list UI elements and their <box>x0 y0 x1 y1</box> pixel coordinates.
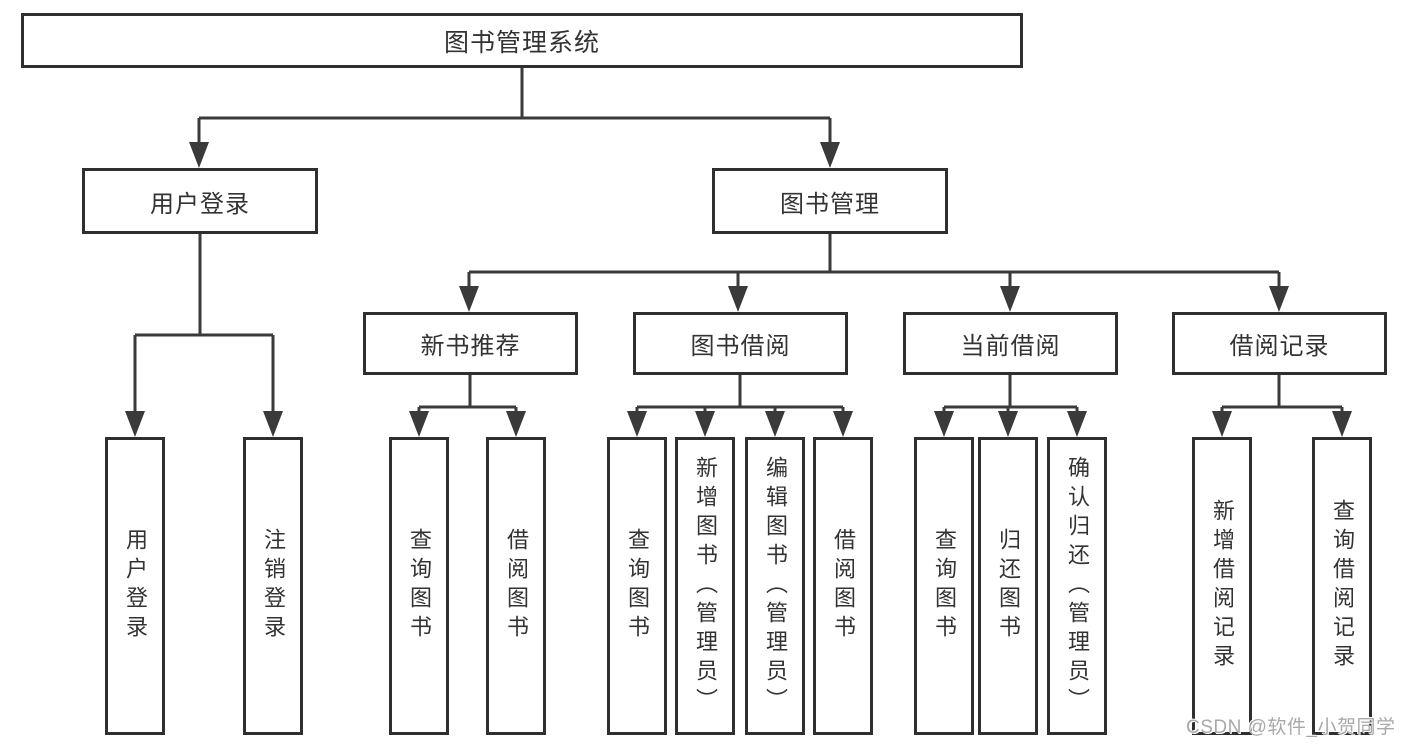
node-label: 图书管理 <box>780 190 880 218</box>
node-leaf-query-books-2: 查询图书 <box>607 437 667 735</box>
connector-records-children <box>1220 375 1344 417</box>
node-label: 查询图书 <box>932 528 957 644</box>
node-new-book-recommend: 新书推荐 <box>363 312 578 375</box>
connector-current-children <box>942 375 1079 417</box>
node-leaf-borrow-books-2: 借阅图书 <box>813 437 873 735</box>
arrow-down-icon <box>627 411 647 437</box>
node-label: 用户登录 <box>123 528 148 644</box>
arrow-down-icon <box>189 142 209 168</box>
arrow-down-icon <box>833 411 853 437</box>
node-leaf-return-books: 归还图书 <box>978 437 1038 735</box>
connector-login-children <box>133 234 275 417</box>
node-label: 查询图书 <box>407 528 432 644</box>
node-borrowing-records: 借阅记录 <box>1172 312 1387 375</box>
arrow-down-icon <box>1000 286 1020 312</box>
arrow-down-icon <box>934 411 954 437</box>
arrow-down-icon <box>125 411 145 437</box>
node-label: 查询借阅记录 <box>1330 499 1355 673</box>
node-label: 当前借阅 <box>960 333 1061 360</box>
node-book-management: 图书管理 <box>712 168 948 234</box>
node-library-management-system: 图书管理系统 <box>21 13 1023 68</box>
connector-newbook-children <box>417 375 518 417</box>
arrow-down-icon <box>409 411 429 437</box>
node-leaf-query-books-1: 查询图书 <box>389 437 449 735</box>
arrow-down-icon <box>820 142 840 168</box>
csdn-watermark: CSDN @软件_小贺同学 <box>1186 717 1396 738</box>
node-leaf-confirm-return-admin: 确认归还（管理员） <box>1047 437 1107 735</box>
arrow-down-icon <box>506 411 526 437</box>
node-label: 确认归还（管理员） <box>1065 455 1090 717</box>
arrow-down-icon <box>695 411 715 437</box>
node-leaf-query-borrow-record: 查询借阅记录 <box>1312 437 1372 735</box>
node-label: 新增借阅记录 <box>1210 499 1235 673</box>
node-label: 借阅记录 <box>1229 333 1330 360</box>
node-label: 借阅图书 <box>504 528 529 644</box>
connector-mgmt-children <box>467 234 1281 292</box>
node-label: 归还图书 <box>996 528 1021 644</box>
node-label: 借阅图书 <box>831 528 856 644</box>
node-label: 注销登录 <box>261 528 286 644</box>
node-leaf-edit-books-admin: 编辑图书（管理员） <box>745 437 805 735</box>
node-label: 查询图书 <box>625 528 650 644</box>
node-leaf-add-borrow-record: 新增借阅记录 <box>1192 437 1252 735</box>
arrow-down-icon <box>1332 411 1352 437</box>
node-label: 编辑图书（管理员） <box>763 455 788 717</box>
node-leaf-user-login: 用户登录 <box>105 437 165 735</box>
node-label: 图书管理系统 <box>443 28 600 57</box>
node-label: 新书推荐 <box>420 333 521 360</box>
arrow-down-icon <box>1212 411 1232 437</box>
arrow-down-icon <box>263 411 283 437</box>
node-leaf-add-books-admin: 新增图书（管理员） <box>675 437 735 735</box>
arrow-down-icon <box>728 286 748 312</box>
node-book-borrowing: 图书借阅 <box>633 312 848 375</box>
arrow-down-icon <box>765 411 785 437</box>
node-label: 图书借阅 <box>690 333 791 360</box>
node-user-login-group: 用户登录 <box>82 168 318 234</box>
connector-borrow-children <box>635 375 845 417</box>
arrow-down-icon <box>1269 286 1289 312</box>
arrow-down-icon <box>1067 411 1087 437</box>
node-leaf-borrow-books-1: 借阅图书 <box>486 437 546 735</box>
arrowheads <box>125 142 1352 437</box>
node-label: 用户登录 <box>150 190 250 218</box>
node-leaf-logout: 注销登录 <box>243 437 303 735</box>
node-leaf-query-books-3: 查询图书 <box>914 437 974 735</box>
node-label: 新增图书（管理员） <box>693 455 718 717</box>
connector-root-to-level2 <box>197 68 832 148</box>
node-current-borrowing: 当前借阅 <box>903 312 1118 375</box>
arrow-down-icon <box>998 411 1018 437</box>
arrow-down-icon <box>459 286 479 312</box>
